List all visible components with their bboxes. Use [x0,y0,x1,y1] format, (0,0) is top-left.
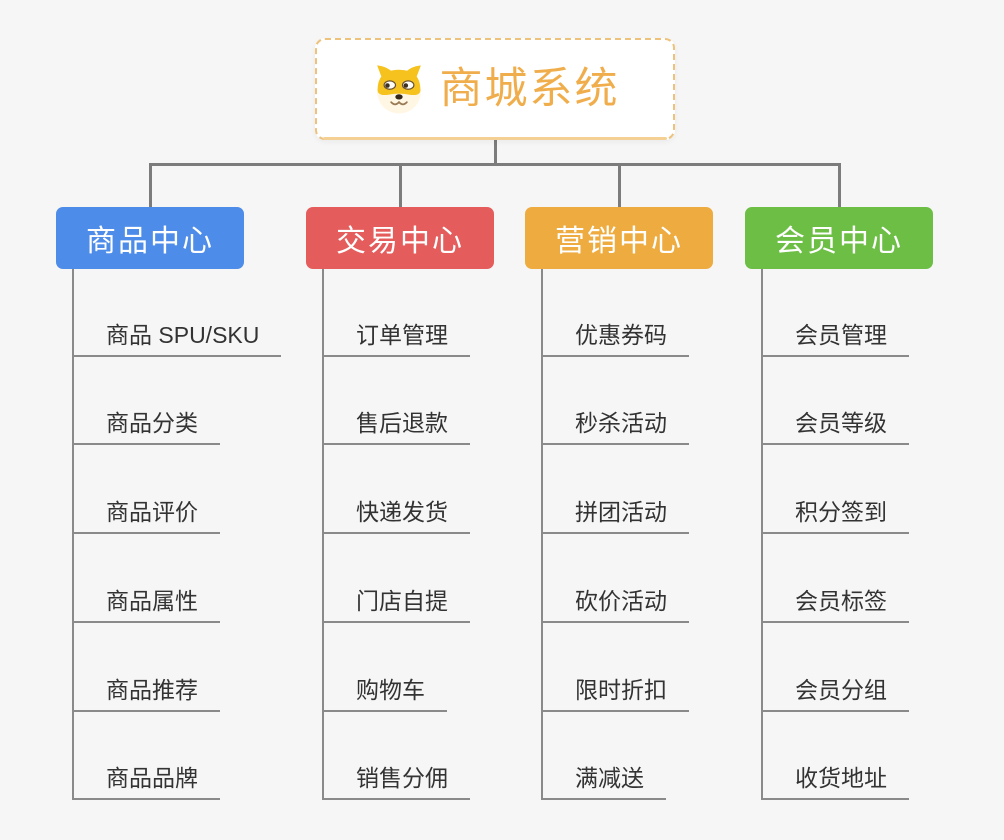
branch-node-trade-center[interactable]: 交易中心 [306,207,494,269]
leaf-node[interactable]: 秒杀活动 [542,408,689,445]
spine-member [761,269,763,800]
leaf-node[interactable]: 砍价活动 [542,586,689,623]
spine-product [72,269,74,800]
branch-node-marketing-center[interactable]: 营销中心 [525,207,713,269]
leaf-node[interactable]: 商品品牌 [73,763,220,800]
leaf-node[interactable]: 商品属性 [73,586,220,623]
leaf-node[interactable]: 会员管理 [762,320,909,357]
leaf-node[interactable]: 商品推荐 [73,675,220,712]
branch-node-member-center[interactable]: 会员中心 [745,207,933,269]
leaf-node[interactable]: 限时折扣 [542,675,689,712]
leaf-node[interactable]: 拼团活动 [542,497,689,534]
root-node[interactable]: 商城系统 [315,38,675,140]
branch-label: 交易中心 [336,225,464,258]
connector-drop-trade [398,164,402,207]
leaf-node[interactable]: 销售分佣 [323,763,470,800]
leaf-node[interactable]: 积分签到 [762,497,909,534]
leaf-node[interactable]: 商品评价 [73,497,220,534]
leaf-node[interactable]: 会员标签 [762,586,909,623]
leaf-node[interactable]: 快递发货 [323,497,470,534]
leaf-node[interactable]: 优惠券码 [542,320,689,357]
branch-label: 营销中心 [555,225,683,258]
connector-root-drop [493,140,497,164]
leaf-node[interactable]: 收货地址 [762,763,909,800]
connector-drop-member [837,164,841,207]
leaf-node[interactable]: 会员分组 [762,675,909,712]
leaf-node[interactable]: 商品 SPU/SKU [73,320,282,357]
branch-label: 会员中心 [775,225,903,258]
spine-trade [322,269,324,800]
leaf-node[interactable]: 满减送 [542,763,666,800]
branch-node-product-center[interactable]: 商品中心 [56,207,244,269]
branch-label: 商品中心 [86,225,214,258]
leaf-node[interactable]: 订单管理 [323,320,470,357]
leaf-node[interactable]: 商品分类 [73,408,220,445]
root-node-title: 商城系统 [439,64,620,113]
connector-drop-product [148,164,152,207]
spine-marketing [541,269,543,800]
connector-drop-marketing [617,164,621,207]
leaf-node[interactable]: 购物车 [323,675,447,712]
shiba-dog-icon [376,65,421,114]
leaf-node[interactable]: 门店自提 [323,586,470,623]
leaf-node[interactable]: 售后退款 [323,408,470,445]
leaf-node[interactable]: 会员等级 [762,408,909,445]
connector-bus [148,163,841,166]
